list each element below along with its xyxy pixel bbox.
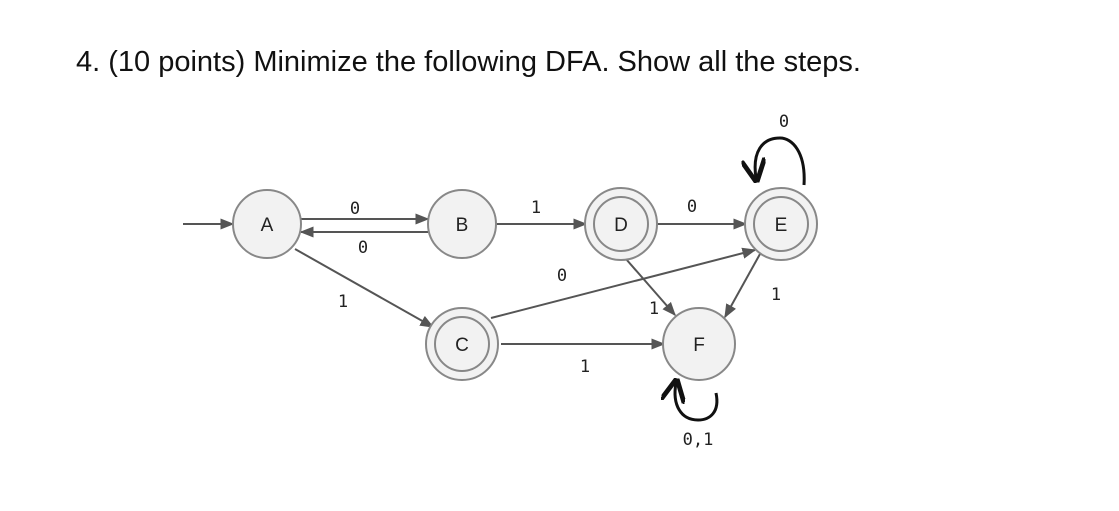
state-d-label: D bbox=[614, 215, 628, 236]
label-f-f: 0,1 bbox=[683, 430, 714, 450]
state-b-label: B bbox=[456, 215, 469, 236]
label-a-c: 1 bbox=[338, 292, 348, 312]
state-e: E bbox=[744, 187, 818, 261]
loop-e bbox=[755, 136, 806, 186]
state-d: D bbox=[584, 187, 658, 261]
label-e-f: 1 bbox=[771, 285, 781, 305]
state-a: A bbox=[232, 189, 302, 259]
state-b: B bbox=[427, 189, 497, 259]
question-text: 4. (10 points) Minimize the following DF… bbox=[76, 46, 861, 78]
edge-labels: 0 0 1 1 0 1 0 1 0 1 0,1 bbox=[338, 112, 789, 450]
label-c-f: 1 bbox=[580, 357, 590, 377]
loop-f bbox=[675, 383, 719, 422]
state-f: F bbox=[662, 307, 736, 381]
label-b-d: 1 bbox=[531, 198, 541, 218]
label-d-e: 0 bbox=[687, 197, 697, 217]
label-e-e: 0 bbox=[779, 112, 789, 132]
state-a-label: A bbox=[261, 215, 274, 236]
state-c: C bbox=[425, 307, 499, 381]
transitions bbox=[294, 213, 761, 350]
state-f-label: F bbox=[693, 335, 705, 356]
edge-e-f bbox=[724, 253, 761, 319]
edge-c-e bbox=[490, 247, 757, 319]
state-e-label: E bbox=[775, 215, 788, 236]
edge-d-f bbox=[625, 258, 676, 317]
label-b-a: 0 bbox=[358, 238, 368, 258]
label-a-b: 0 bbox=[350, 199, 360, 219]
edge-a-c bbox=[294, 248, 435, 328]
state-c-label: C bbox=[455, 335, 469, 356]
label-c-e: 0 bbox=[557, 266, 567, 286]
label-d-f: 1 bbox=[649, 299, 659, 319]
